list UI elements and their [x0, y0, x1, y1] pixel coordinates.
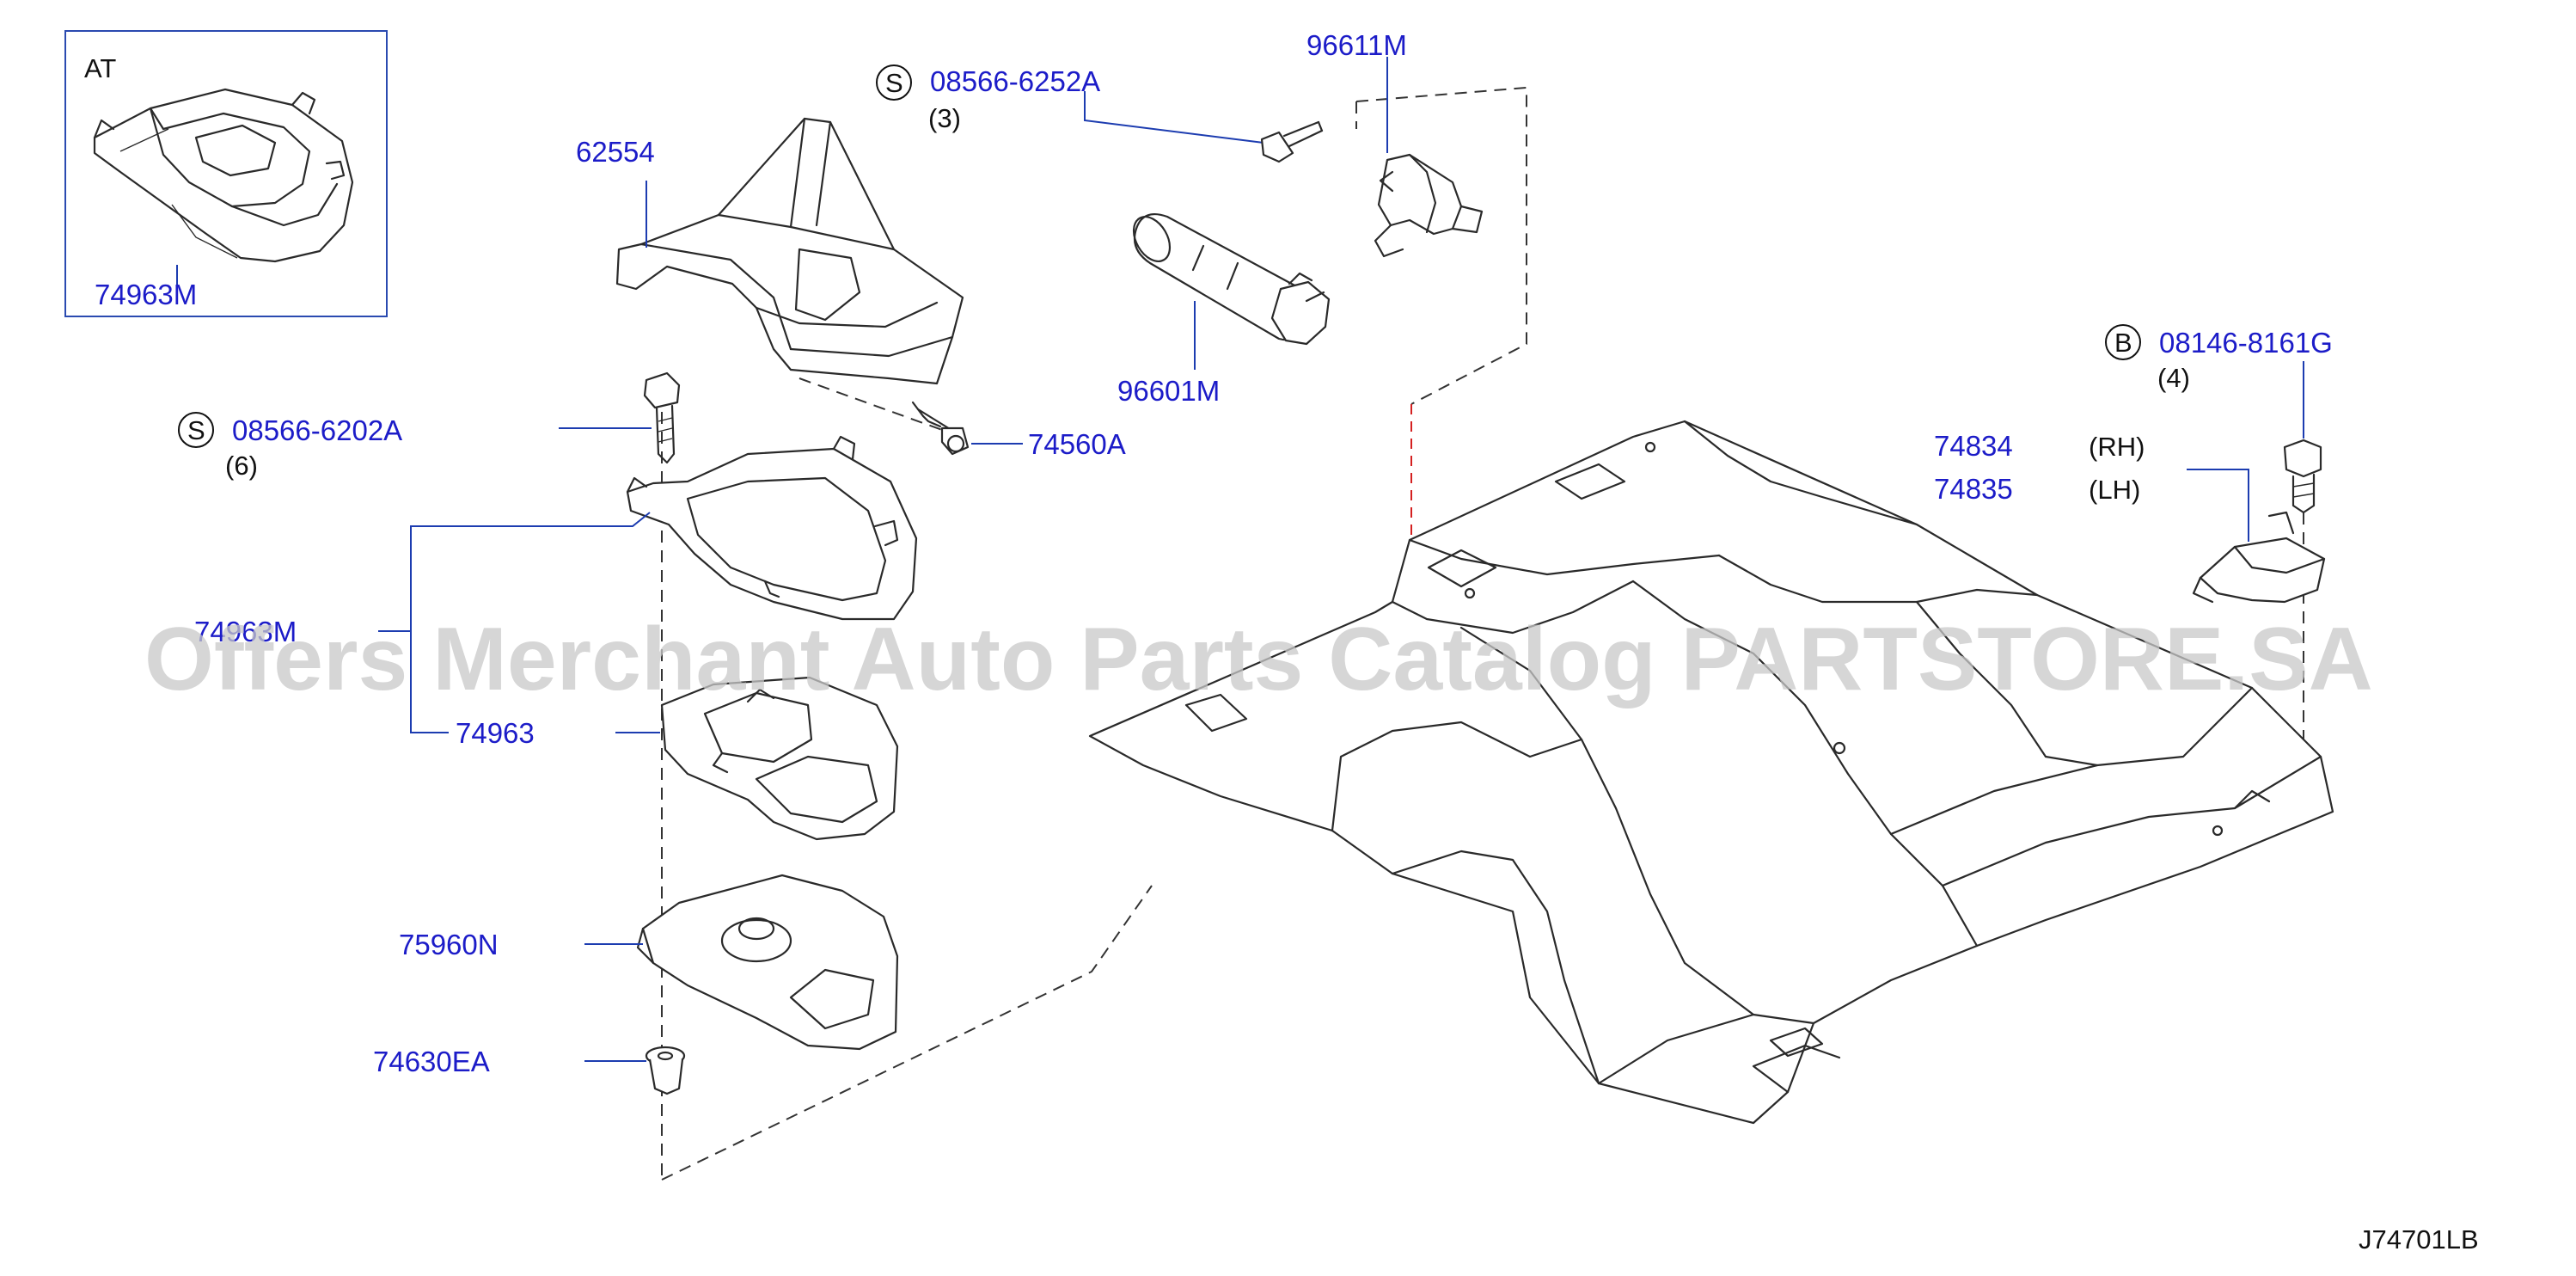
label-08566-6252a: 08566-6252A [930, 65, 1100, 97]
part-75960n-pad [636, 874, 899, 1051]
part-74630ea-clip [645, 1046, 686, 1095]
bolt-symbol: S [885, 68, 903, 98]
watermark: Offers Merchant Auto Parts Catalog PARTS… [144, 610, 2373, 709]
side-lh: (LH) [2089, 475, 2140, 505]
inset-bracket-drawing [93, 88, 354, 263]
diagram-code: J74701LB [2359, 1224, 2479, 1255]
label-74963: 74963 [456, 717, 535, 749]
part-62554-console [615, 117, 964, 385]
qty-08146-8161g: (4) [2157, 363, 2190, 393]
screw-08566-6252a [1260, 120, 1324, 163]
label-62554: 62554 [576, 136, 655, 168]
label-75960n: 75960N [399, 929, 499, 960]
label-96611m: 96611M [1306, 29, 1407, 61]
bolt-symbol: B [2114, 328, 2132, 358]
part-96601m-cylinder [1132, 213, 1331, 346]
label-74963m: 74963M [194, 616, 297, 647]
screw-74560a [911, 401, 970, 456]
inset-label: AT [84, 53, 116, 83]
part-74963-tray [660, 676, 899, 841]
callout-08146-8161g: B 08146-8161G (4) [2105, 324, 2333, 393]
label-74630ea: 74630EA [373, 1046, 490, 1077]
label-74834: 74834 [1934, 430, 2013, 462]
screw-08566-6202a [643, 371, 681, 464]
inset-at: AT 74963M [64, 30, 388, 317]
callout-08566-6202a: S 08566-6202A (6) [178, 412, 402, 481]
label-08566-6202a: 08566-6202A [232, 414, 402, 446]
qty-08566-6202a: (6) [225, 451, 258, 481]
part-96611m-bracket [1374, 153, 1484, 258]
callout-08566-6252a: S 08566-6252A (3) [876, 64, 1100, 133]
symbol-b-icon [2105, 324, 2141, 360]
label-74835: 74835 [1934, 473, 2013, 505]
side-rh: (RH) [2089, 432, 2145, 462]
label-74560a: 74560A [1028, 428, 1126, 460]
symbol-s-icon [178, 412, 214, 448]
inset-part-number: 74963M [95, 279, 197, 310]
bolt-08146-8161g [2283, 439, 2322, 514]
bolt-symbol: S [187, 415, 205, 445]
label-08146-8161g: 08146-8161G [2159, 327, 2333, 359]
label-96601m: 96601M [1117, 375, 1220, 407]
part-74963m-bracket [626, 435, 918, 621]
floor-pan-drawing [1088, 420, 2334, 1125]
qty-08566-6252a: (3) [928, 103, 961, 133]
part-74834-bracket [2192, 511, 2326, 604]
symbol-s-icon [876, 64, 912, 101]
